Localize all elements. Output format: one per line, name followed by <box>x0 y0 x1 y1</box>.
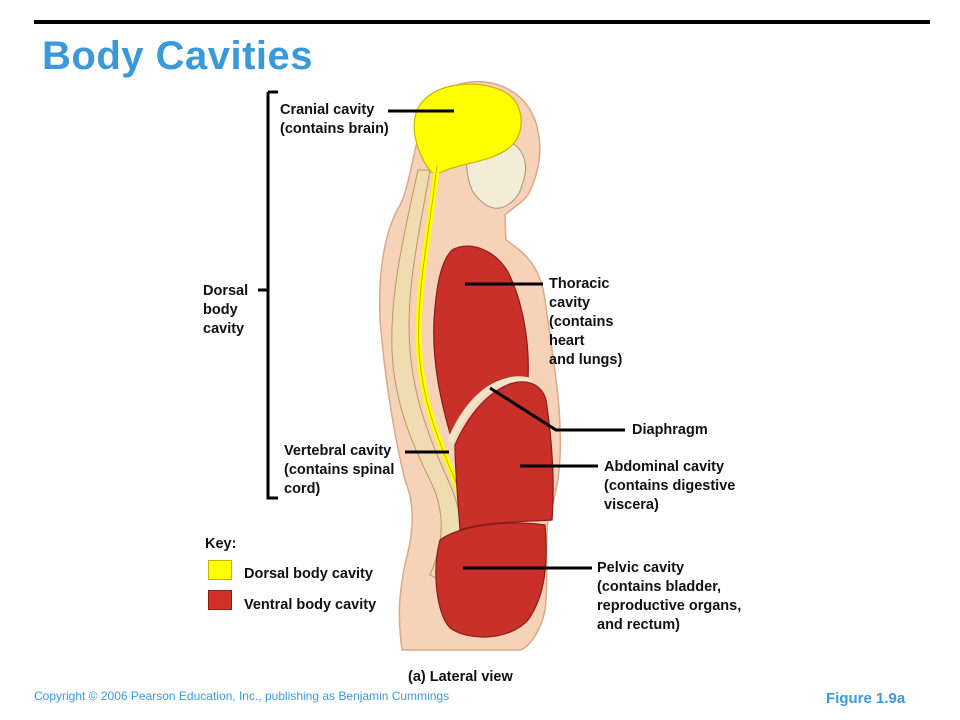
key-heading: Key: <box>205 536 237 552</box>
cranial-cavity <box>413 83 522 175</box>
pelvic-cavity-label: Pelvic cavity (contains bladder, reprodu… <box>597 560 742 633</box>
figure-number: Figure 1.9a <box>826 690 906 707</box>
copyright-notice: Copyright © 2006 Pearson Education, Inc.… <box>34 689 450 703</box>
dorsal-key-swatch <box>208 560 232 580</box>
page-title: Body Cavities <box>42 34 314 78</box>
pelvic-cavity <box>435 522 547 638</box>
diaphragm-label: Diaphragm <box>632 422 708 438</box>
dorsal-key-label: Dorsal body cavity <box>244 566 373 582</box>
top-rule <box>34 20 930 24</box>
ventral-key-label: Ventral body cavity <box>244 597 377 613</box>
abdominal-cavity-label: Abdominal cavity (contains digestive vis… <box>604 459 736 513</box>
vertebral-column <box>391 169 462 581</box>
abdominal-cavity <box>454 381 554 531</box>
figure-caption: (a) Lateral view <box>408 669 513 685</box>
thoracic-cavity-label: Thoracic cavity (contains heart and lung… <box>549 276 623 368</box>
dorsal-body-cavity-label: Dorsal body cavity <box>203 283 249 337</box>
ventral-key-swatch <box>208 590 232 610</box>
diaphragm <box>447 376 534 444</box>
leader-lines <box>258 90 625 570</box>
vertebral-cavity-label: Vertebral cavity (contains spinal cord) <box>284 443 395 497</box>
cranial-cavity-label: Cranial cavity (contains brain) <box>280 102 389 137</box>
